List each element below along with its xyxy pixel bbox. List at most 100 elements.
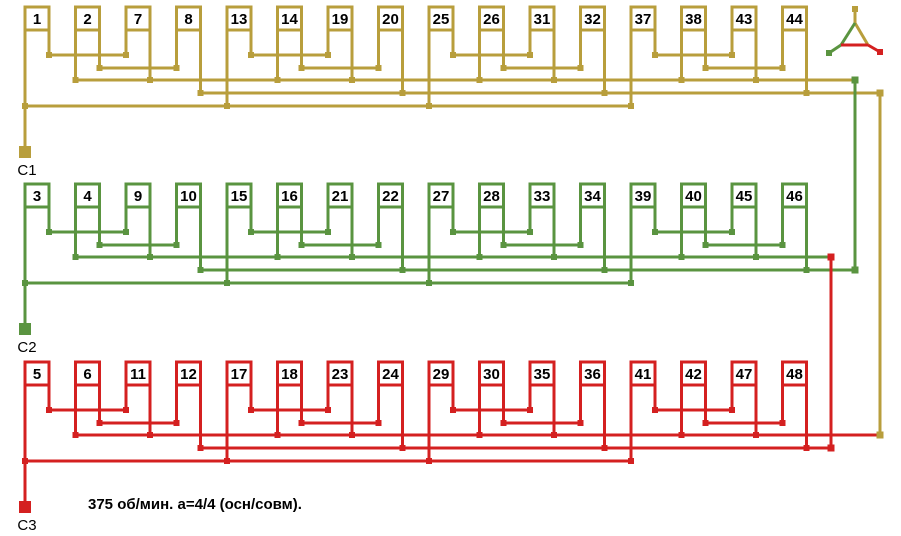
coil-29[interactable]: 29: [426, 360, 456, 464]
coil-box: [23, 360, 51, 387]
phase-interconnects: [827, 76, 884, 452]
coil-box: [225, 5, 253, 32]
coil-22[interactable]: 22: [375, 182, 406, 273]
coil-21[interactable]: 21: [325, 182, 355, 260]
coil-box: [225, 182, 253, 209]
coil-7[interactable]: 7: [123, 5, 153, 83]
coil-number: 30: [483, 366, 500, 383]
icon-terminal: [852, 6, 858, 12]
coil-box: [579, 182, 606, 209]
coil-number: 2: [83, 11, 91, 28]
junction-dot: [851, 266, 859, 274]
coil-box: [629, 5, 657, 32]
coil-31[interactable]: 31: [527, 5, 557, 83]
coil-number: 25: [433, 11, 450, 28]
coil-number: 44: [786, 11, 803, 28]
coil-26[interactable]: 26: [476, 5, 507, 83]
coil-box: [124, 5, 152, 32]
coil-number: 36: [584, 366, 601, 383]
icon-leg: [853, 22, 870, 46]
coil-19[interactable]: 19: [325, 5, 355, 83]
coil-45[interactable]: 45: [729, 182, 759, 260]
coil-number: 41: [635, 366, 652, 383]
coil-box: [680, 360, 707, 387]
coil-box: [23, 5, 51, 32]
coil-38[interactable]: 38: [678, 5, 709, 83]
coil-number: 40: [685, 188, 702, 205]
coil-box: [528, 360, 556, 387]
coil-44[interactable]: 44: [779, 5, 810, 96]
coil-box: [276, 360, 303, 387]
coil-number: 29: [433, 366, 450, 383]
coil-20[interactable]: 20: [375, 5, 406, 96]
icon-terminal: [877, 49, 883, 55]
coil-42[interactable]: 42: [678, 360, 709, 438]
terminal-label: C1: [17, 162, 36, 179]
coil-10[interactable]: 10: [173, 182, 204, 273]
coil-32[interactable]: 32: [577, 5, 608, 96]
coil-box: [629, 182, 657, 209]
terminal-c1[interactable]: C1: [17, 106, 37, 179]
coil-number: 26: [483, 11, 500, 28]
coil-43[interactable]: 43: [729, 5, 759, 83]
coil-33[interactable]: 33: [527, 182, 557, 260]
coil-36[interactable]: 36: [577, 360, 608, 451]
coil-3[interactable]: 3: [22, 182, 52, 286]
coil-number: 38: [685, 11, 702, 28]
coil-35[interactable]: 35: [527, 360, 557, 438]
coil-box: [74, 5, 101, 32]
coil-5[interactable]: 5: [22, 360, 52, 464]
coil-1[interactable]: 1: [22, 5, 52, 109]
coil-number: 31: [534, 11, 551, 28]
coil-number: 10: [180, 188, 197, 205]
coil-box: [478, 360, 505, 387]
coil-number: 20: [382, 11, 399, 28]
coil-23[interactable]: 23: [325, 360, 355, 438]
coil-box: [427, 5, 455, 32]
coil-box: [730, 360, 758, 387]
coil-4[interactable]: 4: [72, 182, 103, 260]
coil-box: [579, 5, 606, 32]
terminal-label: C3: [17, 517, 36, 534]
coil-12[interactable]: 12: [173, 360, 204, 451]
coil-box: [528, 5, 556, 32]
coil-number: 28: [483, 188, 500, 205]
junction-dot: [827, 444, 835, 452]
coil-30[interactable]: 30: [476, 360, 507, 438]
coil-37[interactable]: 37: [628, 5, 658, 109]
coil-40[interactable]: 40: [678, 182, 709, 260]
coil-number: 5: [33, 366, 41, 383]
coil-number: 37: [635, 11, 652, 28]
coil-box: [377, 5, 404, 32]
terminal-square: [19, 323, 31, 335]
coil-8[interactable]: 8: [173, 5, 204, 96]
coil-9[interactable]: 9: [123, 182, 153, 260]
coil-14[interactable]: 14: [274, 5, 305, 83]
icon-leg: [839, 22, 857, 46]
coil-34[interactable]: 34: [577, 182, 608, 273]
coil-box: [427, 360, 455, 387]
coil-number: 35: [534, 366, 551, 383]
coil-28[interactable]: 28: [476, 182, 507, 260]
coil-box: [23, 182, 51, 209]
terminal-c3[interactable]: C3: [17, 461, 37, 534]
coil-number: 9: [134, 188, 142, 205]
coil-box: [74, 182, 101, 209]
terminal-c2[interactable]: C2: [17, 283, 37, 356]
coil-11[interactable]: 11: [123, 360, 153, 438]
coil-number: 33: [534, 188, 551, 205]
coil-16[interactable]: 16: [274, 182, 305, 260]
coil-number: 3: [33, 188, 41, 205]
coil-2[interactable]: 2: [72, 5, 103, 83]
coil-6[interactable]: 6: [72, 360, 103, 438]
coil-46[interactable]: 46: [779, 182, 810, 273]
coil-number: 11: [130, 366, 146, 383]
coil-box: [124, 182, 152, 209]
coil-number: 32: [584, 11, 601, 28]
coil-box: [175, 5, 202, 32]
coil-48[interactable]: 48: [779, 360, 810, 451]
coil-box: [175, 182, 202, 209]
coil-47[interactable]: 47: [729, 360, 759, 438]
coil-18[interactable]: 18: [274, 360, 305, 438]
coil-24[interactable]: 24: [375, 360, 406, 451]
